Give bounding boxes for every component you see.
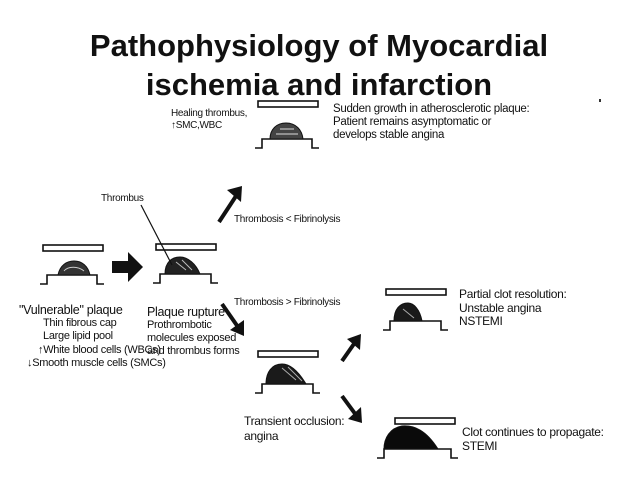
label-transient-occlusion: Transient occlusion: angina [244, 414, 345, 444]
label-thrombosis-less: Thrombosis < Fibrinolysis [234, 214, 341, 225]
label-healing-thrombus: Healing thrombus, ↑SMC,WBC [171, 108, 247, 131]
label-clot-propagate: Clot continues to propagate: STEMI [462, 425, 604, 453]
slide-title: Pathophysiology of Myocardial ischemia a… [0, 26, 638, 104]
transient-occlusion-line-2: angina [244, 429, 279, 443]
vulnerable-line-2: Large lipid pool [43, 330, 113, 343]
title-line-2: ischemia and infarction [145, 67, 493, 102]
clot-propagate-line-1: Clot continues to propagate: [462, 425, 604, 439]
arrow-up-right-top [217, 186, 242, 224]
vulnerable-line-3: ↑White blood cells (WBCs) [38, 343, 161, 356]
sudden-growth-line-2: Patient remains asymptomatic or [333, 116, 492, 128]
transient-occlusion-line-1: Transient occlusion: [244, 414, 345, 428]
vessel-healing-thrombus [255, 100, 319, 149]
vessel-plaque-rupture [153, 243, 218, 284]
label-thrombus: Thrombus [101, 193, 144, 204]
speck [599, 99, 601, 102]
thrombus-pointer-line [140, 204, 173, 266]
title-line-1: Pathophysiology of Myocardial [89, 28, 549, 63]
label-plaque-rupture: Plaque rupture Prothrombotic molecules e… [147, 305, 240, 358]
vulnerable-line-4: ↓Smooth muscle cells (SMCs) [27, 356, 166, 369]
healing-thrombus-line-1: Healing thrombus, [171, 108, 248, 119]
arrow-down-right [220, 302, 244, 336]
arrow-up-right-partial [340, 334, 361, 363]
healing-thrombus-line-2: ↑SMC,WBC [171, 119, 222, 131]
vulnerable-plaque-heading: "Vulnerable" plaque [19, 303, 123, 317]
partial-clot-line-1: Partial clot resolution: [459, 287, 567, 301]
plaque-rupture-line-1: Prothrombotic [147, 319, 212, 331]
vessel-transient-occlusion [255, 350, 320, 394]
partial-clot-line-3: NSTEMI [459, 314, 503, 328]
label-vulnerable-plaque: "Vulnerable" plaque Thin fibrous cap Lar… [19, 303, 166, 370]
clot-propagate-line-2: STEMI [462, 439, 498, 453]
vessel-stemi [377, 417, 458, 459]
plaque-rupture-heading: Plaque rupture [147, 305, 225, 319]
label-partial-clot: Partial clot resolution: Unstable angina… [459, 287, 567, 329]
vessel-vulnerable-plaque [40, 244, 104, 285]
plaque-rupture-line-2: molecules exposed [147, 332, 237, 344]
sudden-growth-line-3: develops stable angina [333, 129, 445, 141]
sudden-growth-line-1: Sudden growth in atherosclerotic plaque: [333, 103, 530, 115]
label-thrombosis-greater: Thrombosis > Fibrinolysis [234, 297, 341, 308]
plaque-rupture-line-3: and thrombus forms [147, 345, 240, 357]
label-sudden-growth: Sudden growth in atherosclerotic plaque:… [333, 103, 530, 142]
arrow-down-right-stemi [340, 394, 362, 423]
partial-clot-line-2: Unstable angina [459, 300, 542, 315]
vulnerable-line-1: Thin fibrous cap [43, 317, 117, 330]
vessel-partial-clot [383, 288, 448, 331]
big-right-arrow [112, 252, 143, 282]
